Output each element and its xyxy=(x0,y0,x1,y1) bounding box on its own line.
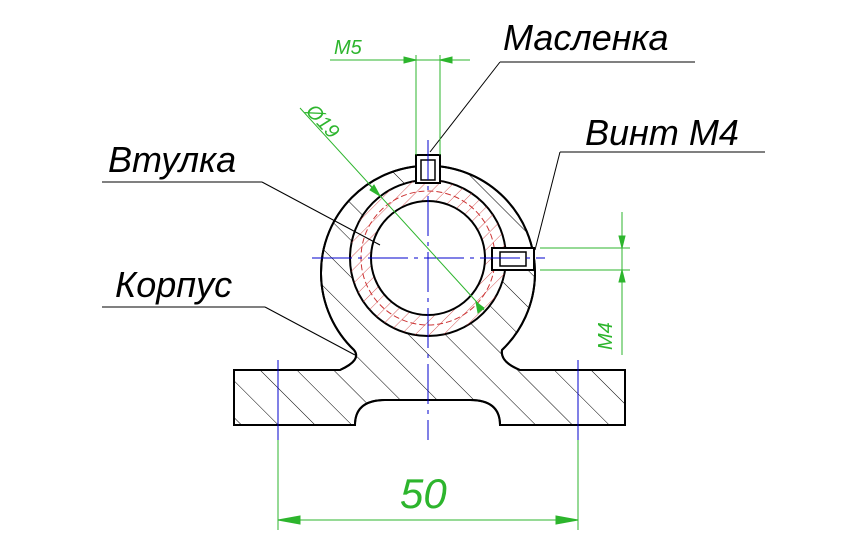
center-lines xyxy=(277,140,579,440)
leader-lines xyxy=(102,61,765,356)
label-vtulka: Втулка xyxy=(108,139,236,180)
dim-d19-text: Ø19 xyxy=(301,100,344,143)
dim-m5-text: М5 xyxy=(334,37,363,59)
dim-m4-text: М4 xyxy=(595,322,617,350)
housing-outline xyxy=(233,164,626,426)
label-korpus: Корпус xyxy=(115,264,232,305)
screw-hole xyxy=(491,247,535,271)
dim-width-text: 50 xyxy=(400,470,447,517)
label-maslenka: Масленка xyxy=(503,17,669,58)
label-vint: Винт М4 xyxy=(585,112,739,153)
dimensions xyxy=(277,55,630,530)
